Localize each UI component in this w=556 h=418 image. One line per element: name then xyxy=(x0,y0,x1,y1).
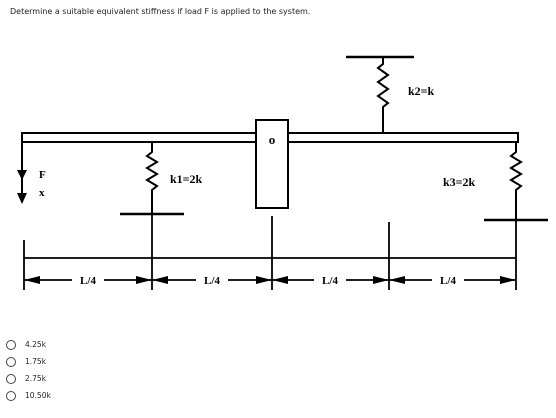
option-2-75k[interactable]: 2.75k xyxy=(6,370,51,387)
spring-k3-label: k3=2k xyxy=(443,175,476,189)
option-1-75k[interactable]: 1.75k xyxy=(6,353,51,370)
spring-k1-label: k1=2k xyxy=(170,172,203,186)
option-10-50k[interactable]: 10.50k xyxy=(6,387,51,404)
segment-label-3: L/4 xyxy=(322,275,338,287)
displacement-arrow-head xyxy=(17,193,27,204)
spring-k2 xyxy=(346,55,414,133)
pivot-symbol: o xyxy=(269,132,276,147)
question-text: Determine a suitable equivalent stiffnes… xyxy=(10,7,311,16)
segment-label-2: L/4 xyxy=(204,275,220,287)
displacement-label: x xyxy=(39,187,45,199)
spring-k2-label: k2=k xyxy=(408,84,435,98)
option-4-25k[interactable]: 4.25k xyxy=(6,336,51,353)
option-label: 10.50k xyxy=(25,391,51,400)
radio-button[interactable] xyxy=(6,390,16,401)
load-label: F xyxy=(39,169,46,181)
pivot-support xyxy=(255,119,289,209)
answer-options: 4.25k 1.75k 2.75k 10.50k xyxy=(6,336,51,404)
option-label: 2.75k xyxy=(25,374,47,383)
dimension-arrowheads xyxy=(24,276,516,284)
spring-k3 xyxy=(484,142,548,222)
option-label: 4.25k xyxy=(25,340,47,349)
radio-button[interactable] xyxy=(6,339,16,350)
load-arrow-head xyxy=(17,170,27,180)
radio-button[interactable] xyxy=(6,373,16,384)
option-label: 1.75k xyxy=(25,357,47,366)
segment-label-4: L/4 xyxy=(440,275,456,287)
segment-label-1: L/4 xyxy=(80,275,96,287)
radio-button[interactable] xyxy=(6,356,16,367)
